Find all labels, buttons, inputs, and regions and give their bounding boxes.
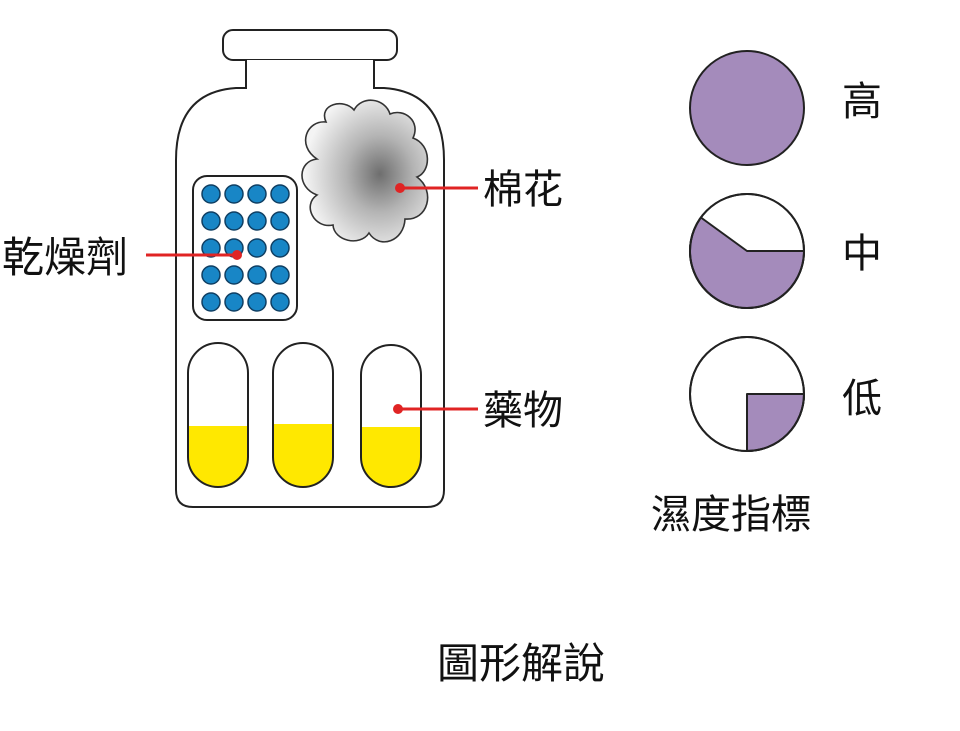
cotton-leader-line xyxy=(395,183,478,193)
humidity-mid-label: 中 xyxy=(842,231,882,277)
medicine-leader-line xyxy=(393,404,478,414)
humidity-pie xyxy=(689,336,805,452)
medicine-capsule xyxy=(360,344,422,488)
desiccant-bead xyxy=(201,292,221,312)
desiccant-bead xyxy=(247,184,267,204)
desiccant-bead xyxy=(201,211,221,231)
cotton-ball xyxy=(301,99,429,243)
desiccant-bead xyxy=(201,265,221,285)
desiccant-bead xyxy=(201,238,221,258)
desiccant-beads xyxy=(201,184,290,312)
humidity-pie xyxy=(689,50,805,166)
desiccant-bead xyxy=(270,265,290,285)
desiccant-bead xyxy=(247,238,267,258)
desiccant-bead xyxy=(224,292,244,312)
desiccant-bead xyxy=(247,292,267,312)
indicator-title: 濕度指標 xyxy=(651,492,811,538)
humidity-pie xyxy=(689,193,805,309)
desiccant-bead xyxy=(247,211,267,231)
desiccant-label: 乾燥劑 xyxy=(2,233,128,282)
desiccant-bead xyxy=(201,184,221,204)
desiccant-bead xyxy=(270,292,290,312)
desiccant-bead xyxy=(270,184,290,204)
desiccant-bead xyxy=(270,211,290,231)
medicine-capsule xyxy=(272,342,334,488)
desiccant-bead xyxy=(224,211,244,231)
medicine-capsule xyxy=(187,342,249,488)
humidity-low-label: 低 xyxy=(842,376,882,422)
humidity-indicator xyxy=(689,50,805,452)
desiccant-bead xyxy=(247,265,267,285)
bottle-cap xyxy=(222,29,398,61)
humidity-high-label: 高 xyxy=(842,79,882,125)
medicine-label: 藥物 xyxy=(483,388,563,434)
cotton-label: 棉花 xyxy=(483,167,563,213)
desiccant-bead xyxy=(224,265,244,285)
caption: 圖形解說 xyxy=(437,639,605,688)
desiccant-bead xyxy=(224,184,244,204)
desiccant-bead xyxy=(270,238,290,258)
desiccant-leader-line xyxy=(146,250,242,260)
desiccant-packet xyxy=(192,175,298,321)
